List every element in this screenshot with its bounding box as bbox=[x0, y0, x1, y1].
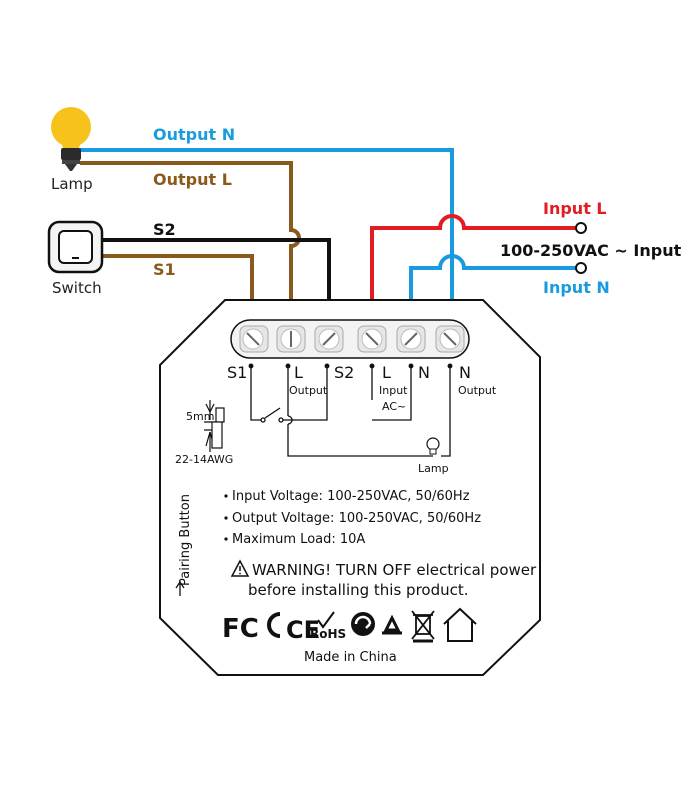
wire-output-n bbox=[80, 148, 454, 303]
label-input-voltage: 100-250VAC ~ Input bbox=[500, 241, 682, 260]
wire-output-l bbox=[80, 161, 301, 303]
internal-schematic bbox=[248, 363, 453, 457]
terminal-label-l-out: L bbox=[294, 363, 303, 382]
screw-l-output bbox=[276, 325, 306, 353]
spec-item: Output Voltage: 100-250VAC, 50/60Hz bbox=[232, 511, 481, 526]
label-s1: S1 bbox=[153, 260, 176, 279]
screw-n-input bbox=[396, 325, 426, 353]
terminal-label-s1: S1 bbox=[227, 363, 247, 382]
svg-text:RoHS: RoHS bbox=[310, 627, 346, 641]
input-l-terminal bbox=[575, 222, 587, 234]
terminal-sub-l-in-1: Input bbox=[379, 384, 408, 397]
internal-lamp-label: Lamp bbox=[418, 462, 449, 475]
terminal-label-n-in: N bbox=[418, 363, 430, 382]
internal-lamp-icon bbox=[426, 437, 440, 455]
terminal-block bbox=[230, 319, 470, 359]
screw-n-output bbox=[435, 325, 465, 353]
recycle-icon bbox=[382, 614, 402, 635]
screw-l-input bbox=[357, 325, 387, 353]
ce-mark-icon: CE bbox=[286, 616, 320, 644]
made-in-label: Made in China bbox=[304, 650, 397, 665]
pairing-button-label: Pairing Button bbox=[178, 494, 193, 586]
label-input-n: Input N bbox=[543, 278, 610, 297]
fcc-c-mark-icon bbox=[267, 612, 281, 638]
rohs-mark-icon: RoHS bbox=[310, 611, 346, 641]
pairing-arrow-icon bbox=[175, 580, 185, 596]
indoor-use-house-icon bbox=[443, 607, 477, 642]
terminal-label-s2: S2 bbox=[334, 363, 354, 382]
terminal-sub-l-in-2: AC~ bbox=[382, 400, 406, 413]
fcc-mark-icon: FC bbox=[222, 614, 259, 644]
terminal-label-n-out: N bbox=[459, 363, 471, 382]
terminal-sub-n-out: Output bbox=[458, 384, 497, 397]
switch-label: Switch bbox=[52, 279, 102, 297]
spec-item: Input Voltage: 100-250VAC, 50/60Hz bbox=[232, 489, 470, 504]
label-input-l: Input L bbox=[543, 199, 607, 218]
lamp-bulb-icon bbox=[51, 107, 91, 171]
module-body bbox=[159, 299, 541, 676]
strip-length-icon bbox=[204, 400, 225, 452]
weee-bin-icon bbox=[411, 610, 435, 643]
spec-item: Maximum Load: 10A bbox=[232, 532, 365, 547]
warning-line-1: WARNING! TURN OFF electrical power bbox=[252, 561, 537, 579]
warning-triangle-icon bbox=[230, 559, 250, 577]
wire-gauge-label: 22-14AWG bbox=[175, 453, 233, 466]
screw-s2 bbox=[314, 325, 344, 353]
label-output-l: Output L bbox=[153, 170, 232, 189]
spec-list: Input Voltage: 100-250VAC, 50/60Hz Outpu… bbox=[224, 489, 481, 547]
warning-line-2: before installing this product. bbox=[248, 581, 469, 599]
terminal-sub-l-out: Output bbox=[289, 384, 328, 397]
green-dot-icon bbox=[351, 612, 375, 636]
terminal-label-l-in: L bbox=[382, 363, 391, 382]
screw-s1 bbox=[239, 325, 269, 353]
lamp-label: Lamp bbox=[51, 175, 93, 193]
wire-s1 bbox=[100, 254, 254, 303]
wall-switch-icon bbox=[47, 220, 104, 274]
label-s2: S2 bbox=[153, 220, 176, 239]
input-n-terminal bbox=[575, 262, 587, 274]
label-output-n: Output N bbox=[153, 125, 235, 144]
strip-length-label: 5mm bbox=[186, 410, 214, 423]
wire-input-n bbox=[409, 254, 577, 303]
wire-s2 bbox=[100, 238, 331, 303]
wire-input-l bbox=[370, 214, 577, 303]
